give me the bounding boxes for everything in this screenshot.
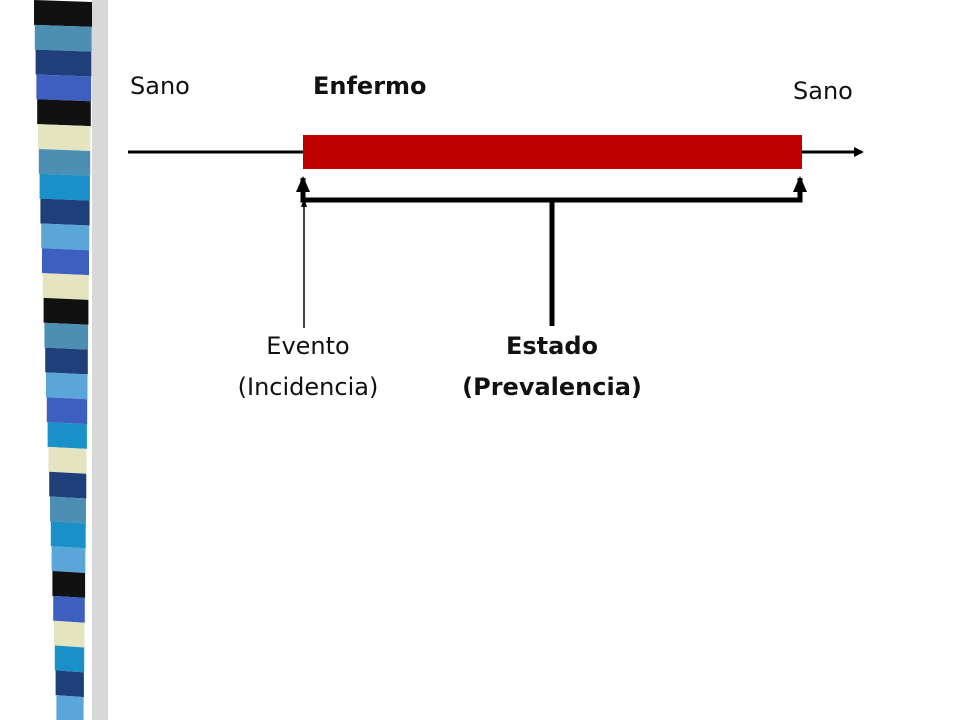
- stripe-band: [41, 223, 90, 251]
- stripe-band: [35, 49, 92, 77]
- disease-period-bar: [303, 135, 802, 169]
- stripe-shadow: [92, 0, 108, 720]
- stripe-band: [43, 297, 89, 325]
- stripe-band: [54, 620, 85, 648]
- decorative-stripe-bar: [34, 0, 108, 720]
- event-label-line1: Evento: [266, 332, 350, 360]
- bracket-arrow-left: [296, 176, 310, 192]
- stripe-band: [37, 99, 91, 127]
- stripe-band: [34, 24, 92, 52]
- stripe-band: [47, 422, 87, 449]
- stripe-band: [45, 347, 88, 375]
- stripe-band: [42, 248, 89, 276]
- stripe-band: [38, 148, 91, 176]
- stripe-band: [53, 595, 85, 623]
- state-measure-label-line2: (Prevalencia): [462, 373, 642, 401]
- stripe-band: [51, 546, 86, 574]
- state-measure-label-line1: Estado: [505, 332, 598, 360]
- stripe-band: [50, 521, 86, 549]
- stripe-band: [55, 670, 84, 698]
- stripe-band: [46, 397, 88, 425]
- stripe-band: [50, 496, 86, 524]
- incidence-pointer-arrow: [301, 198, 307, 207]
- stripe-band: [54, 645, 85, 673]
- state-label-sick: Enfermo: [313, 72, 427, 100]
- stripe-band: [34, 0, 92, 27]
- stripe-band: [42, 273, 89, 300]
- state-label-start: Sano: [130, 72, 190, 100]
- bracket-arrow-right: [793, 176, 807, 192]
- stripe-band: [40, 198, 90, 226]
- stripe-band: [39, 173, 90, 201]
- stripe-band: [48, 446, 87, 474]
- stripe-band: [44, 322, 89, 350]
- stripe-band: [46, 372, 88, 400]
- state-label-end: Sano: [793, 77, 853, 105]
- stripe-band: [56, 695, 84, 720]
- stripe-band: [52, 571, 86, 598]
- stripe-band: [38, 124, 91, 151]
- event-label: Evento (Incidencia): [218, 332, 398, 402]
- prevalence-bracket: [300, 178, 803, 203]
- stripe-band: [36, 74, 92, 102]
- stripe-band: [49, 471, 87, 499]
- state-measure-label: Estado (Prevalencia): [452, 332, 652, 402]
- event-label-line2: (Incidencia): [237, 373, 379, 401]
